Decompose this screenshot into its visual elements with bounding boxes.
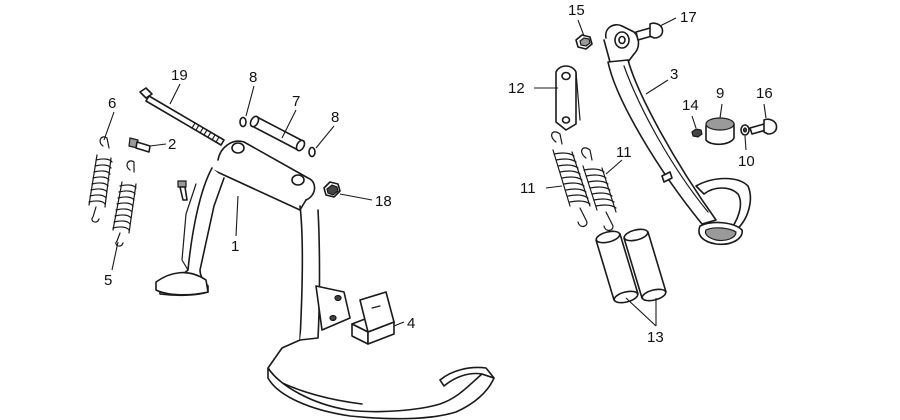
- part-1-center-stand: [155, 140, 495, 420]
- callout-18: 18: [375, 193, 392, 210]
- callout-11-right: 11: [616, 144, 632, 161]
- part-8-washer-b: [308, 146, 316, 158]
- part-18-nut: [323, 181, 341, 198]
- callout-6: 6: [108, 95, 116, 112]
- callout-4: 4: [407, 315, 415, 332]
- callout-3: 3: [670, 66, 678, 83]
- part-13-sleeve-b: [623, 228, 667, 302]
- part-19-bolt: [139, 87, 225, 146]
- callout-17: 17: [680, 9, 697, 26]
- part-6-spring: [88, 136, 113, 223]
- callout-5: 5: [104, 272, 112, 289]
- callout-16: 16: [756, 85, 773, 102]
- part-2-screw: [128, 137, 151, 153]
- part-5-spring: [112, 160, 137, 247]
- callout-10: 10: [738, 153, 755, 170]
- right-leaders: [534, 17, 767, 327]
- callout-2: 2: [168, 136, 176, 153]
- callout-12: 12: [508, 80, 525, 97]
- callout-1: 1: [231, 238, 239, 255]
- stand-pin: [177, 180, 188, 201]
- callout-14: 14: [682, 97, 699, 114]
- callout-9: 9: [716, 85, 724, 102]
- part-14-nut: [691, 128, 703, 138]
- part-7-sleeve: [249, 115, 306, 152]
- part-8-washer-a: [239, 116, 247, 128]
- part-15-nut: [575, 34, 593, 50]
- part-11-spring-a: [551, 131, 591, 228]
- callout-7: 7: [292, 93, 300, 110]
- callout-8-left: 8: [249, 69, 257, 86]
- part-10-washer: [740, 124, 750, 136]
- part-4-block: [351, 291, 395, 345]
- callout-8-right: 8: [331, 109, 339, 126]
- callout-13: 13: [647, 329, 664, 346]
- part-3-side-stand: [603, 23, 752, 246]
- part-12-bracket: [555, 65, 581, 131]
- part-11-spring-b: [581, 147, 617, 232]
- callout-19: 19: [171, 67, 188, 84]
- part-17-bolt: [635, 22, 664, 41]
- part-9-pad: [705, 117, 735, 146]
- callout-11-left: 11: [520, 180, 536, 197]
- callout-15: 15: [568, 2, 585, 19]
- part-13-sleeve-a: [595, 230, 639, 304]
- left-leaders: [103, 83, 405, 327]
- part-16-screw: [749, 118, 778, 135]
